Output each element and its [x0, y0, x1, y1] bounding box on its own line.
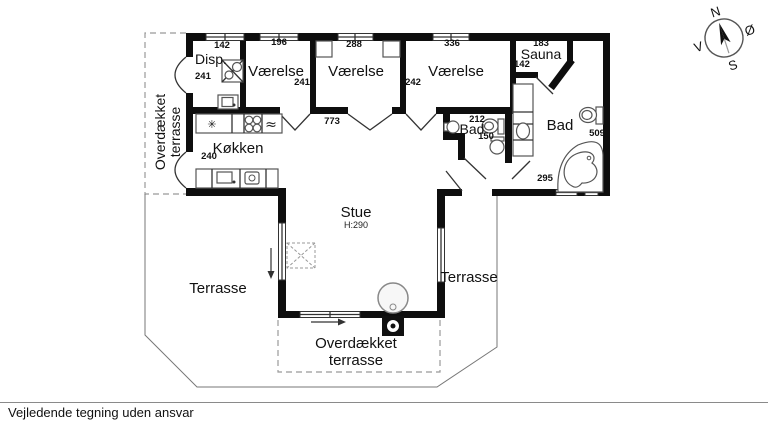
stue-ceiling-height: H:290 — [344, 220, 368, 230]
oven-icon: ≈ — [265, 117, 277, 133]
window — [205, 33, 245, 41]
dim-vaerelse3-height: 242 — [405, 77, 421, 88]
door-swings — [174, 56, 554, 192]
dim-sauna-width: 183 — [533, 38, 549, 49]
footer-divider — [0, 402, 768, 403]
room-label-terrasse-right: Terrasse — [440, 269, 498, 286]
room-label-bad-large: Bad — [547, 117, 574, 134]
kitchen-counter-lower — [195, 168, 279, 189]
sink-icon — [217, 94, 239, 110]
dim-vaerelse2-width: 288 — [346, 39, 362, 50]
labels: Disp. 142 241 Værelse 196 241 Værelse 28… — [152, 37, 605, 369]
toilet-icon — [481, 118, 505, 135]
walls — [186, 33, 610, 318]
disclaimer-text: Vejledende tegning uden ansvar — [8, 405, 194, 420]
dishwasher-icon — [244, 171, 260, 185]
dim-vaerelse3-width: 336 — [444, 38, 460, 49]
dim-bad-small-height: 150 — [478, 131, 494, 142]
window — [437, 227, 445, 283]
dim-stue-width: 773 — [324, 116, 340, 127]
room-label-overdaekket-venstre-2: terrasse — [167, 107, 183, 158]
wardrobe — [382, 40, 401, 58]
dim-bad-large-width: 295 — [537, 173, 554, 184]
dim-bad-small-width: 212 — [469, 114, 485, 125]
door-swing — [174, 151, 187, 189]
room-label-vaerelse2: Værelse — [328, 63, 384, 80]
fixtures: ✳ ≈ — [195, 40, 604, 336]
room-label-disp: Disp. — [195, 51, 227, 67]
window — [432, 33, 470, 41]
cabinet — [512, 83, 534, 157]
dim-bad-large-height: 509 — [589, 128, 605, 139]
room-label-terrasse-left: Terrasse — [189, 280, 247, 297]
door-swing — [347, 113, 393, 131]
door-swing — [511, 160, 531, 180]
compass-south: S — [726, 57, 739, 74]
slide-arrow — [267, 248, 275, 279]
room-label-vaerelse1: Værelse — [248, 63, 304, 80]
compass-west: V — [692, 38, 705, 55]
door-swing — [445, 170, 463, 192]
furniture-dashed — [286, 242, 316, 269]
toilet-icon — [578, 106, 604, 125]
dim-disp-height: 241 — [195, 71, 212, 82]
washbasin-icon — [515, 122, 531, 140]
bathtub-icon — [557, 141, 604, 193]
room-label-overdaekket-venstre-1: Overdækket — [152, 94, 168, 170]
terrace-outline — [144, 194, 498, 388]
sliding-door — [278, 222, 286, 281]
covered-terrace-left-outline — [144, 32, 186, 195]
dim-disp-width: 142 — [214, 40, 230, 51]
door-swing — [174, 56, 187, 94]
compass-east: Ø — [743, 21, 757, 38]
washing-machine-icon — [221, 59, 244, 83]
room-label-stue: Stue — [341, 204, 372, 221]
door-swing — [463, 157, 487, 180]
room-label-koekken: Køkken — [213, 140, 264, 157]
door-swing — [279, 113, 311, 131]
dim-sauna-height: 142 — [514, 59, 530, 70]
chimney-icon — [382, 316, 404, 336]
room-label-overdaekket-syd-2: terrasse — [329, 352, 383, 369]
toilet-icon — [489, 136, 505, 155]
wood-stove-icon — [377, 282, 409, 314]
window — [259, 33, 299, 41]
dim-vaerelse1-height: 241 — [294, 77, 311, 88]
sliding-door — [299, 311, 361, 318]
room-label-bad-small: Bad — [460, 121, 485, 137]
covered-terrace-bottom-outline — [277, 318, 441, 373]
room-label-overdaekket-syd-1: Overdækket — [315, 335, 398, 352]
door-swing — [405, 113, 437, 131]
slide-arrow — [311, 318, 346, 326]
room-label-vaerelse3: Værelse — [428, 63, 484, 80]
stove-burners-icon — [244, 115, 262, 133]
kitchen-counter: ✳ ≈ — [195, 113, 283, 134]
door-swing — [535, 76, 554, 95]
sink-icon — [216, 171, 236, 184]
room-label-sauna: Sauna — [521, 46, 562, 62]
compass-north: N — [709, 3, 723, 20]
freezer-icon: ✳ — [207, 118, 216, 131]
window — [337, 33, 374, 41]
dim-koekken-height: 240 — [201, 151, 217, 162]
compass-rose: N S Ø V — [692, 3, 757, 74]
wardrobe — [315, 40, 333, 58]
washbasin-icon — [443, 120, 460, 134]
dim-vaerelse1-width: 196 — [271, 37, 287, 48]
compass-needle-south — [723, 38, 730, 54]
